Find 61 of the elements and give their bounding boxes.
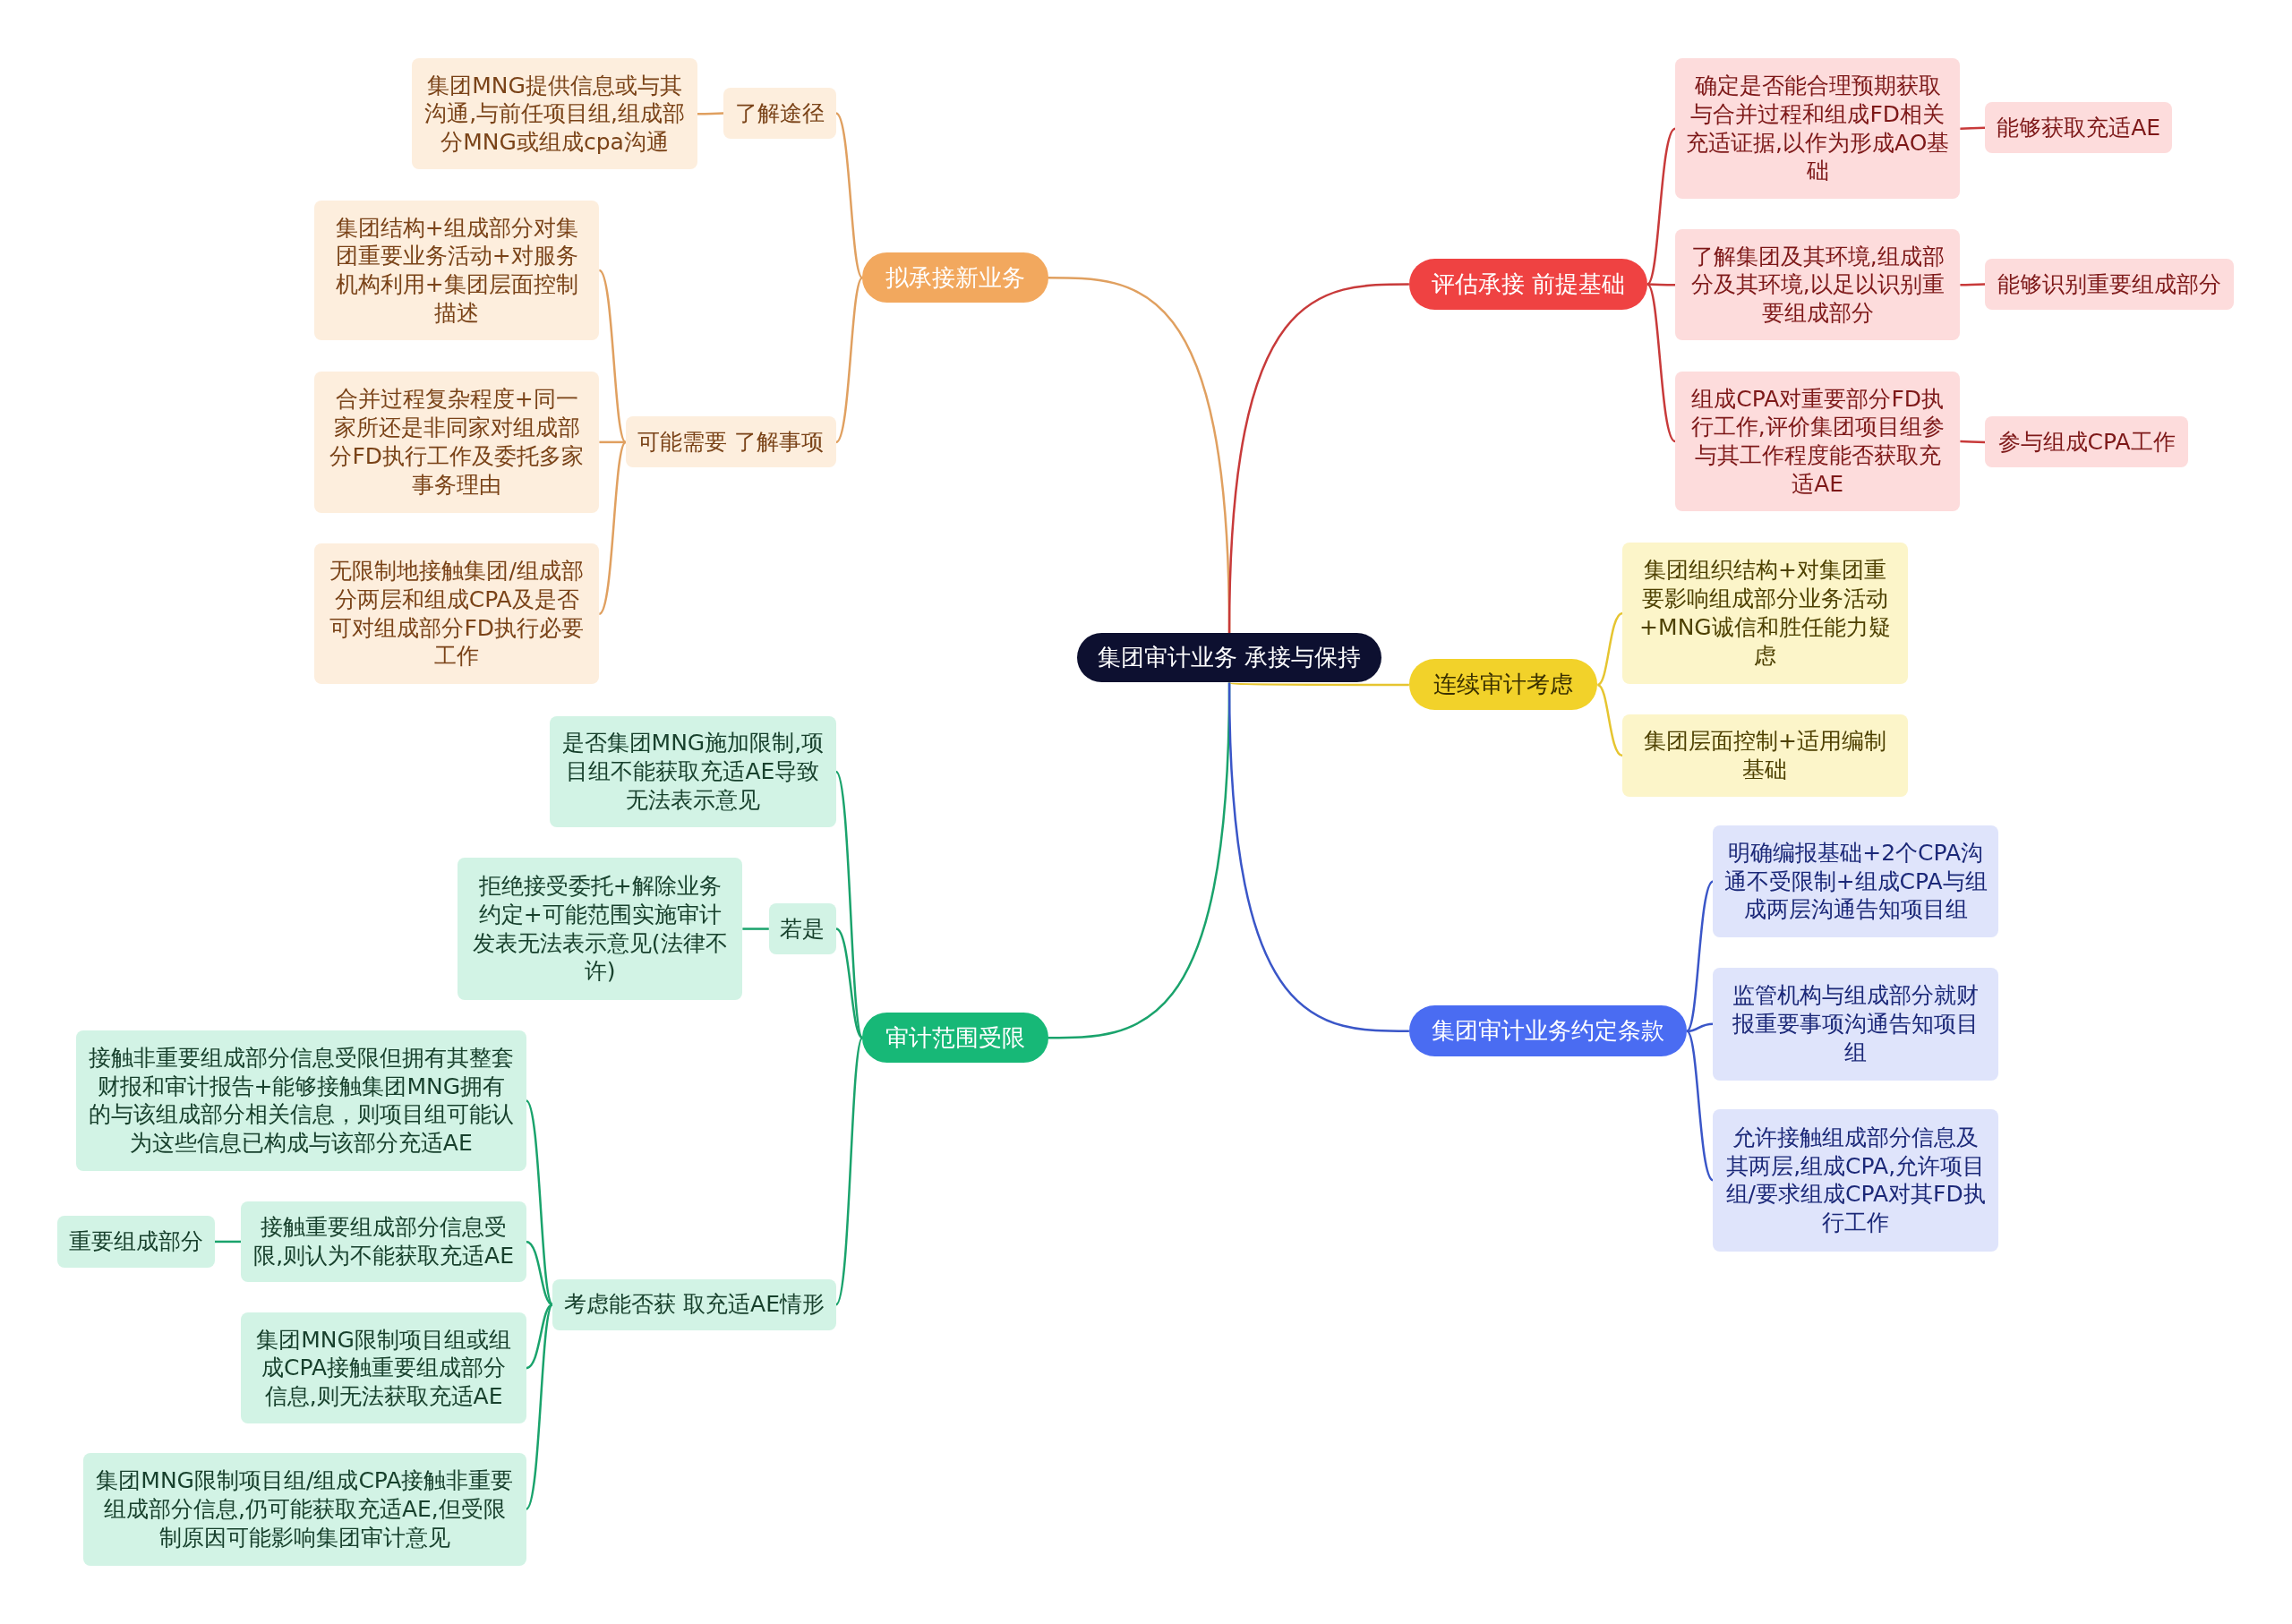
topic-box: 接触非重要组成部分信息受限但拥有其整套财报和审计报告+能够接触集团MNG拥有的与该组成部分相关信息，则项目组可能认为这些信息已构成与该部分充适AE: [75, 1030, 526, 1171]
connector-line: [598, 269, 627, 443]
connector-line: [742, 927, 769, 930]
topic-box: 参与组成CPA工作: [1985, 416, 2189, 468]
connector-line: [526, 1240, 553, 1306]
branch-topic-pill: 拟承接新业务: [862, 252, 1048, 303]
topic-box: 确定是否能合理预期获取与合并过程和组成FD相关充适证据,以作为形成AO基础: [1675, 58, 1961, 200]
connector-line: [835, 277, 864, 443]
topic-box: 了解途径: [723, 87, 836, 140]
topic-box: 接触重要组成部分信息受限,则认为不能获取充适AE: [241, 1201, 526, 1282]
connector-line: [599, 440, 626, 444]
branch-topic-pill: 评估承接 前提基础: [1408, 258, 1647, 311]
connector-line: [1646, 283, 1676, 442]
connector-line: [1647, 283, 1676, 286]
topic-box: 监管机构与组成部分就财报重要事项沟通告知项目组: [1713, 967, 1998, 1081]
connector-line: [1596, 611, 1623, 686]
topic-box: 明确编报基础+2个CPA沟通不受限制+组成CPA与组成两层沟通告知项目组: [1713, 825, 1998, 937]
topic-box: 能够识别重要组成部分: [1985, 258, 2234, 311]
branch-topic-pill: 审计范围受限: [862, 1013, 1048, 1063]
topic-box: 若是: [768, 902, 836, 955]
connector-line: [1596, 683, 1623, 757]
connector-line: [526, 1303, 553, 1370]
root-topic-pill: 集团审计业务 承接与保持: [1077, 632, 1381, 683]
topic-box: 集团结构+组成部分对集团重要业务活动+对服务机构利用+集团层面控制描述: [314, 200, 600, 341]
connector-line: [697, 112, 724, 115]
connector-line: [1686, 1030, 1715, 1182]
connector-line: [1960, 283, 1986, 286]
connector-line: [834, 771, 864, 1039]
topic-box: 重要组成部分: [56, 1216, 215, 1268]
topic-box: 是否集团MNG施加限制,项目组不能获取充适AE导致无法表示意见: [549, 716, 836, 828]
topic-box: 无限制地接触集团/组成部分两层和组成CPA及是否可对组成部分FD执行必要工作: [314, 543, 600, 685]
connector-line: [598, 441, 627, 615]
branch-topic-pill: 集团审计业务约定条款: [1408, 1005, 1688, 1057]
topic-box: 集团MNG限制项目组或组成CPA接触重要组成部分信息,则无法获取充适AE: [241, 1312, 526, 1424]
connector-line: [525, 1099, 554, 1305]
topic-box: 考虑能否获 取充适AE情形: [552, 1278, 836, 1330]
topic-box: 可能需要 了解事项: [625, 416, 836, 468]
connector-line: [834, 1037, 864, 1305]
topic-box: 合并过程复杂程度+同一家所还是非同家对组成部分FD执行工作及委托多家事务理由: [314, 371, 600, 514]
connector-line: [1228, 681, 1409, 687]
topic-box: 允许接触组成部分信息及其两层,组成CPA,允许项目组/要求组成CPA对其FD执行工作: [1713, 1109, 1998, 1252]
connector-line: [1687, 1022, 1714, 1033]
connector-line: [525, 1303, 554, 1510]
connector-line: [215, 1240, 242, 1244]
topic-box: 拒绝接受委托+解除业务约定+可能范围实施审计发表无法表示意见(法律不许): [458, 858, 743, 1000]
connector-line: [1646, 127, 1676, 286]
topic-box: 能够获取充适AE: [1985, 102, 2173, 154]
topic-box: 集团组织结构+对集团重要影响组成部分业务活动+MNG诚信和胜任能力疑虑: [1622, 542, 1908, 685]
branch-topic-pill: 连续审计考虑: [1408, 659, 1598, 711]
topic-box: 组成CPA对重要部分FD执行工作,评价集团项目组参与其工作程度能否获取充适AE: [1675, 371, 1961, 512]
topic-box: 了解集团及其环境,组成部分及其环境,以足以识别重要组成部分: [1675, 229, 1961, 341]
connector-line: [835, 112, 864, 278]
connector-line: [1227, 682, 1409, 1033]
connector-line: [1960, 440, 1986, 444]
connector-line: [1686, 880, 1715, 1032]
topic-box: 集团MNG限制项目组/组成CPA接触非重要组成部分信息,仍可能获取充适AE,但受限制原因可能影响集团审计意见: [83, 1452, 526, 1566]
topic-box: 集团MNG提供信息或与其沟通,与前任项目组,组成部分MNG或组成cpa沟通: [412, 58, 697, 170]
connector-line: [1960, 126, 1986, 130]
connector-line: [1227, 283, 1409, 633]
connector-line: [835, 927, 864, 1039]
topic-box: 集团层面控制+适用编制基础: [1622, 714, 1908, 797]
